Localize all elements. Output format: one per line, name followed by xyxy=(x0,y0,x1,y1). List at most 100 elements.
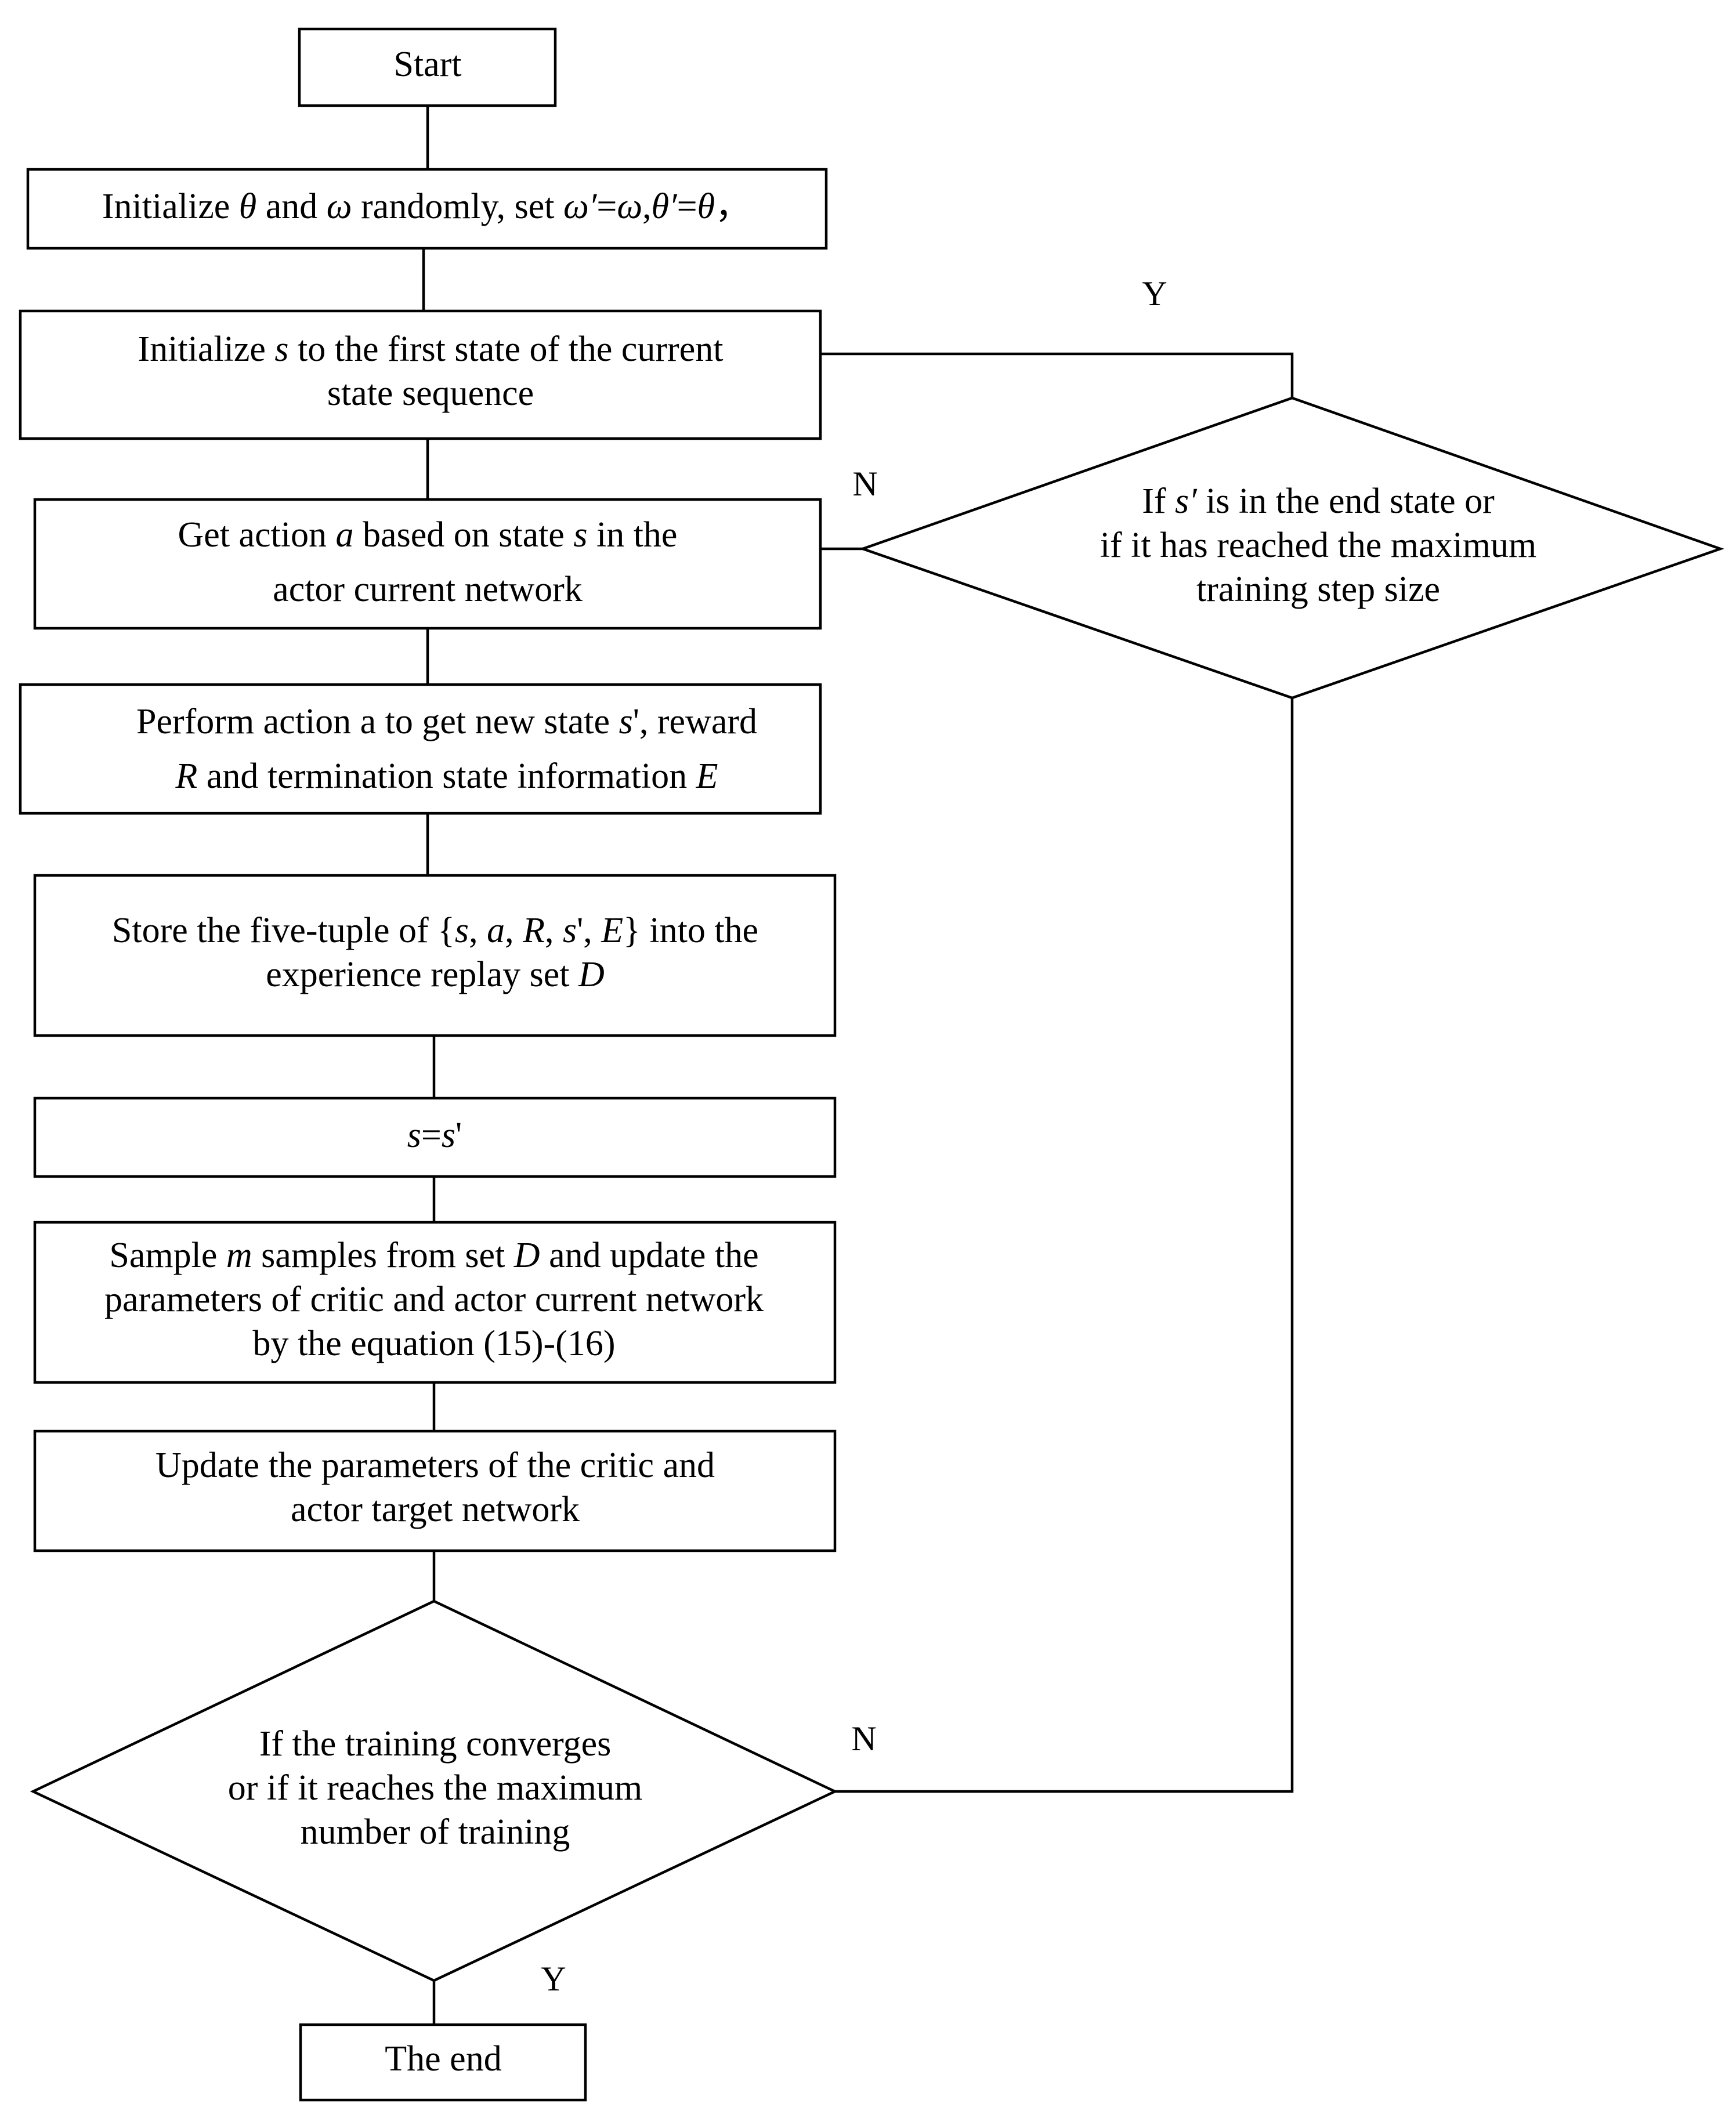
perform-action-label: Perform action a to get new state s', re… xyxy=(136,702,757,796)
text-segment: Store the five-tuple of { xyxy=(112,911,455,950)
text-segment: = xyxy=(596,187,617,226)
math-symbol: s xyxy=(442,1116,455,1155)
text-segment: in the xyxy=(587,515,677,555)
text-segment: training step size xyxy=(1196,570,1440,609)
math-symbol: E xyxy=(696,756,718,796)
node-text-line: number of training xyxy=(301,1812,570,1852)
math-symbol: s xyxy=(455,911,469,950)
math-symbol: E xyxy=(601,911,623,950)
text-segment: ', reward xyxy=(633,702,757,741)
text-segment: and xyxy=(256,187,327,226)
edge-label-end-state-no: N xyxy=(852,465,877,503)
text-segment: and termination state information xyxy=(197,756,696,796)
math-symbol: D xyxy=(578,955,605,994)
node-text-line: Get action a based on state s in the xyxy=(178,515,678,555)
text-segment: Update the parameters of the critic and xyxy=(155,1446,715,1485)
math-symbol: θ′ xyxy=(652,187,678,226)
text-segment: Start xyxy=(393,45,461,84)
text-segment: Sample xyxy=(109,1236,226,1275)
text-segment: = xyxy=(677,187,697,226)
init-params-box xyxy=(26,168,828,250)
text-segment: samples from set xyxy=(252,1236,514,1275)
init-params-label: Initialize θ and ω randomly, set ω′=ω,θ′… xyxy=(102,187,751,226)
node-text-line: actor target network xyxy=(291,1490,580,1529)
text-segment: to the first state of the current xyxy=(289,330,724,369)
math-symbol: s xyxy=(274,330,288,369)
node-text-line: actor current network xyxy=(273,570,583,609)
node-text-line: Sample m samples from set D and update t… xyxy=(109,1236,758,1275)
edge-label-converge-yes: Y xyxy=(541,1960,566,1998)
math-symbol: ω xyxy=(327,187,352,226)
math-symbol: a xyxy=(336,515,354,555)
connector-end-state-yes-to-init-state xyxy=(820,352,1294,398)
text-segment: is in the end state or xyxy=(1197,482,1495,521)
math-symbol: s′ xyxy=(1175,482,1198,521)
math-symbol: s xyxy=(563,911,577,950)
node-text-line: Perform action a to get new state s', re… xyxy=(136,702,757,741)
node-text-line: Initialize θ and ω randomly, set ω′=ω,θ′… xyxy=(102,187,751,226)
text-segment: if it has reached the maximum xyxy=(1100,526,1536,565)
update-target-box xyxy=(33,1429,837,1552)
math-symbol: θ xyxy=(239,187,256,226)
text-segment: The end xyxy=(385,2039,501,2079)
node-text-line: Store the five-tuple of {s, a, R, s', E}… xyxy=(112,911,758,950)
sample-update-box xyxy=(33,1221,837,1384)
edge-label-end-state-yes: Y xyxy=(1142,274,1167,313)
check-end-state-label: If s′ is in the end state or if it has re… xyxy=(1100,482,1536,609)
sample-update-label: Sample m samples from set D and update t… xyxy=(104,1236,764,1363)
store-tuple-label: Store the five-tuple of {s, a, R, s', E}… xyxy=(112,911,758,994)
get-action-box xyxy=(33,498,822,630)
end-label: The end xyxy=(385,2039,501,2079)
text-segment: , xyxy=(469,911,487,950)
node-text-line: or if it reaches the maximum xyxy=(228,1768,642,1808)
text-segment: If the training converges xyxy=(259,1724,612,1764)
store-tuple-box xyxy=(33,874,837,1037)
text-segment: based on state xyxy=(354,515,574,555)
text-segment: ', xyxy=(577,911,601,950)
end-state-decision xyxy=(859,396,1724,700)
text-segment: number of training xyxy=(301,1812,570,1852)
assign-state-label: s=s' xyxy=(407,1116,462,1155)
math-symbol: R xyxy=(522,911,545,950)
text-segment: actor current network xyxy=(273,570,583,609)
text-segment: experience replay set xyxy=(266,955,578,994)
connectors xyxy=(422,106,1294,2025)
node-text-line: experience replay set D xyxy=(266,955,605,994)
node-text-line: state sequence xyxy=(327,374,534,413)
node-text-line: If the training converges xyxy=(259,1724,612,1764)
node-text-line: parameters of critic and actor current n… xyxy=(104,1280,764,1319)
text-segment: } into the xyxy=(623,911,758,950)
node-text-line: Start xyxy=(393,45,461,84)
node-text-line: Initialize s to the first state of the c… xyxy=(138,330,724,369)
node-text-line: s=s' xyxy=(407,1116,462,1155)
text-segment: actor target network xyxy=(291,1490,580,1529)
text-segment: Initialize xyxy=(138,330,275,369)
text-segment: by the equation (15)-(16) xyxy=(253,1324,616,1363)
node-text-line: R and termination state information E xyxy=(175,756,718,796)
node-text-line: Update the parameters of the critic and xyxy=(155,1446,715,1485)
end-box xyxy=(299,2023,587,2102)
text-segment: If xyxy=(1142,482,1175,521)
text-segment: state sequence xyxy=(327,374,534,413)
text-segment: Perform action a to get new state xyxy=(136,702,619,741)
assign-state-box xyxy=(33,1096,837,1178)
math-symbol: R xyxy=(175,756,198,796)
text-segment: or if it reaches the maximum xyxy=(228,1768,642,1808)
node-text-line: The end xyxy=(385,2039,501,2079)
math-symbol: s xyxy=(407,1116,421,1155)
text-segment: randomly, set xyxy=(352,187,563,226)
node-text-line: if it has reached the maximum xyxy=(1100,526,1536,565)
init-state-label: Initialize s to the first state of the c… xyxy=(138,330,724,413)
start-box xyxy=(298,27,557,107)
converge-decision xyxy=(30,1599,838,1982)
edge-label-converge-no: N xyxy=(851,1720,876,1758)
math-symbol: s xyxy=(573,515,587,555)
text-segment: , xyxy=(505,911,523,950)
update-target-label: Update the parameters of the critic and a… xyxy=(155,1446,715,1529)
math-symbol: m xyxy=(226,1236,252,1275)
math-symbol: ω xyxy=(617,187,642,226)
text-segment: ' xyxy=(455,1116,462,1155)
